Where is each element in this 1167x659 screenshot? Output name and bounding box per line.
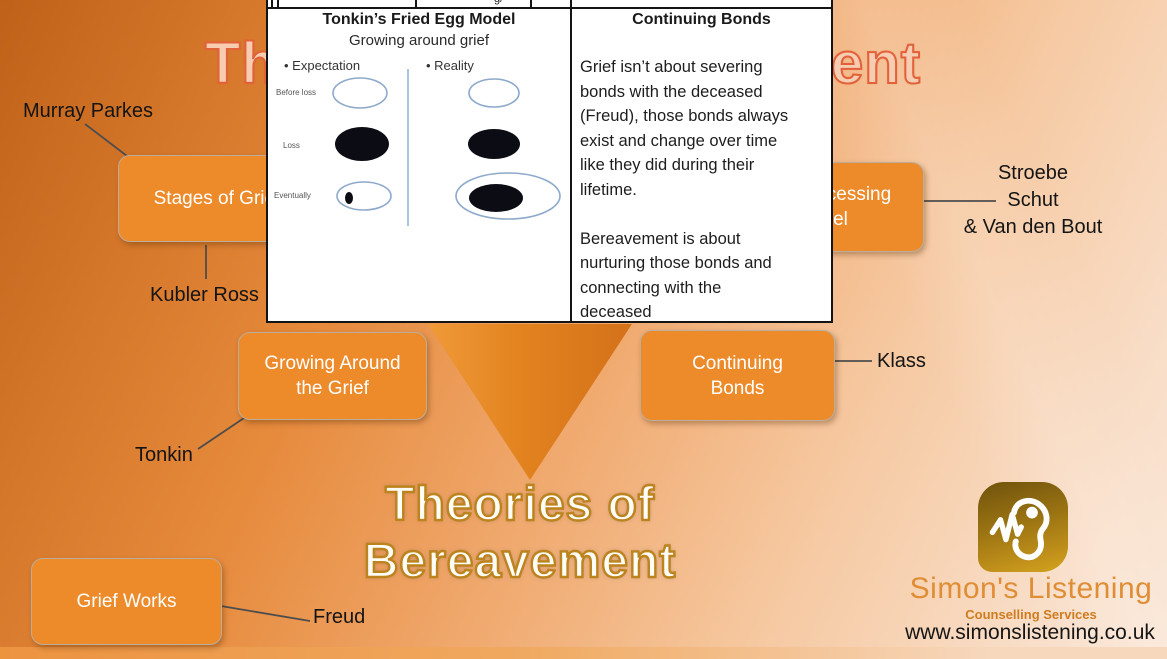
brand-tagline: Counselling Services [965, 607, 1097, 622]
bottom-band [0, 647, 1167, 659]
egg-reality-loss [468, 129, 520, 159]
sliver-border-mark [530, 0, 532, 7]
label-klass: Klass [877, 350, 926, 372]
big-v-arrow [428, 324, 632, 480]
egg-reality-eventually-core [469, 184, 523, 212]
overlay-table-panel: g/ Tonkin’s Fried Egg Model Growing arou… [266, 0, 833, 323]
listening-ear-logo-icon [978, 482, 1068, 572]
label-tonkin: Tonkin [135, 444, 193, 466]
sliver-border-mark [415, 0, 417, 7]
egg-expectation-eventually [336, 181, 392, 211]
label-freud: Freud [313, 606, 366, 628]
row-label-eventually: Eventually [274, 191, 311, 200]
line-murray-stages [84, 123, 132, 160]
egg-model-title: Tonkin’s Fried Egg Model [322, 11, 516, 28]
label-stroebe-schut-van-den-bout: Stroebe Schut & Van den Bout [963, 162, 1103, 238]
panel-top-sliver: g/ [268, 0, 831, 9]
continuing-bonds-body: Grief isn’t about severing bonds with th… [580, 58, 789, 321]
center-title-line1: Theories of [384, 477, 655, 532]
line-growing-tonkin [197, 415, 248, 450]
sliver-border-mark [271, 0, 273, 7]
center-title-line2: Bereavement [363, 534, 677, 589]
brand-name: Simon's Listening [909, 572, 1153, 605]
continuing-bonds-title: Continuing Bonds [632, 11, 771, 28]
fried-egg-diagram [332, 69, 561, 226]
label-kubler-ross: Kubler Ross [150, 284, 259, 306]
node-grief-works: Grief Works [31, 558, 222, 645]
egg-expectation-loss [335, 127, 389, 161]
row-label-before-loss: Before loss [276, 88, 317, 97]
center-title: Theories of Bereavement [318, 476, 722, 590]
node-continuing-bonds: Continuing Bonds [640, 330, 835, 421]
label-murray-parkes: Murray Parkes [23, 100, 154, 122]
egg-reality-before-loss [468, 78, 520, 108]
brand-website: www.simonslistening.co.uk [905, 621, 1155, 644]
row-label-loss: Loss [283, 141, 300, 150]
egg-expectation-before-loss [332, 77, 388, 109]
egg-expectation-eventually-dot [345, 192, 353, 204]
line-griefworks-freud [220, 605, 311, 622]
egg-model-subtitle: Growing around grief [348, 32, 490, 49]
panel-cell-divider [570, 0, 572, 321]
bullet-reality: Reality [426, 58, 474, 73]
bullet-expectation: Expectation [284, 58, 360, 73]
node-growing-around-the-grief: Growing Around the Grief [238, 332, 427, 420]
sliver-border-mark [277, 0, 279, 7]
sliver-clipped-text: g/ [494, 0, 503, 5]
